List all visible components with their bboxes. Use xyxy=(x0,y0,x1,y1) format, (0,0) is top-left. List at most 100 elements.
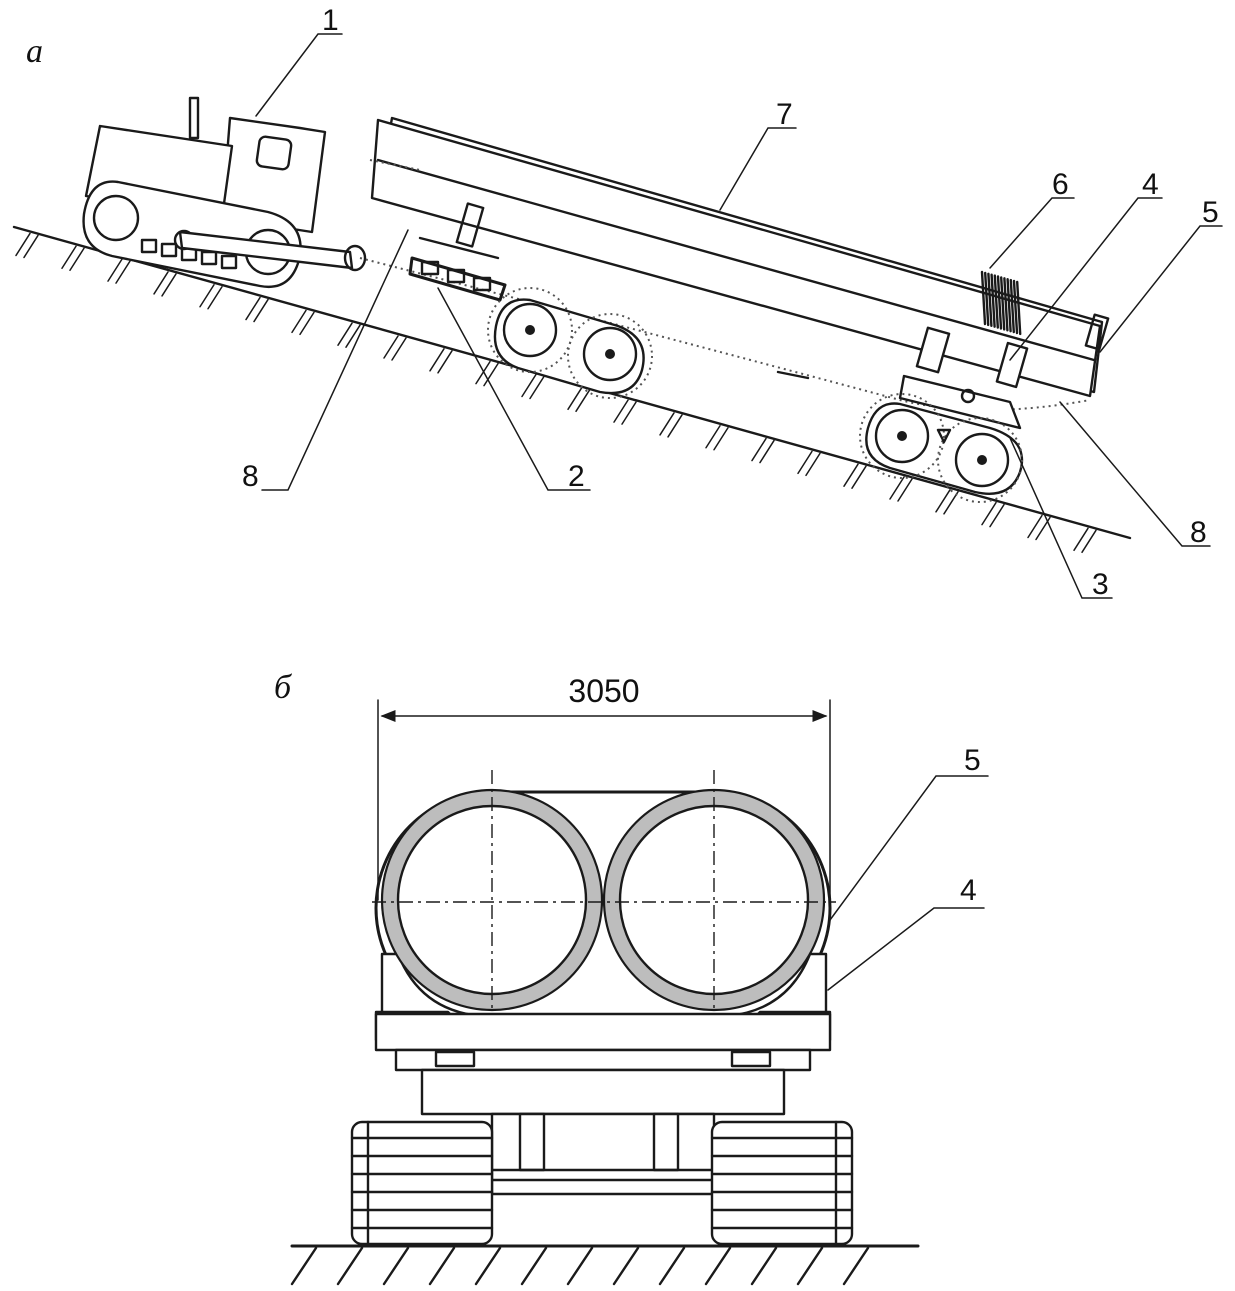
hatch-stroke xyxy=(993,274,999,329)
track-road-wheels xyxy=(140,238,238,270)
hatch-stroke xyxy=(613,399,629,423)
hatch-stroke xyxy=(851,465,867,489)
hatch-stroke xyxy=(980,270,987,326)
front-bogie-plate xyxy=(418,236,500,260)
rear-bogie-wheel-2 xyxy=(954,432,1010,488)
hatch-stroke xyxy=(383,335,399,359)
callout-3: 3 xyxy=(1092,568,1109,601)
pipe-mid-line xyxy=(376,158,1096,362)
hatch-stroke xyxy=(705,424,721,449)
hatch-stroke xyxy=(889,476,905,500)
leader-4-b xyxy=(827,907,985,991)
callout-4-b: 4 xyxy=(960,874,977,907)
hatch-stroke xyxy=(474,1246,502,1286)
axle-post-right xyxy=(652,1112,680,1172)
platform-top xyxy=(374,1012,832,1052)
track-right xyxy=(710,1120,854,1246)
hatch-stroke xyxy=(713,426,729,451)
hatch-stroke xyxy=(943,491,959,515)
callout-1: 1 xyxy=(322,4,339,37)
leader-5-b xyxy=(829,775,989,921)
figure-b-front-view: б 3050 xyxy=(274,669,989,1286)
pipe-load xyxy=(370,116,1110,398)
hatch-stroke xyxy=(199,283,215,308)
hatch-stroke xyxy=(520,1246,548,1286)
hatch-stroke xyxy=(575,388,591,413)
figure-a-side-view: a 1 7 6 4 5 8 2 8 3 xyxy=(12,4,1223,601)
front-bogie xyxy=(408,202,653,399)
hatch-stroke xyxy=(1009,278,1015,334)
hatch-stroke xyxy=(391,337,407,361)
hatch-stroke xyxy=(429,348,445,372)
hatch-stroke xyxy=(987,272,993,327)
hatch-stroke xyxy=(253,298,269,323)
rear-support-left xyxy=(915,326,951,374)
front-bogie-frame xyxy=(408,256,507,302)
hatch-stroke xyxy=(1016,280,1022,336)
hatch-stroke xyxy=(759,439,775,464)
hatch-stroke xyxy=(935,489,951,513)
hatch-stroke xyxy=(1012,279,1019,335)
hatch-stroke xyxy=(337,322,353,346)
hatch-stroke xyxy=(107,258,123,282)
rear-bogie-track xyxy=(865,402,1024,495)
hatch-stroke xyxy=(61,245,77,270)
towing-cable-upper xyxy=(369,159,421,171)
hatch-stroke xyxy=(667,414,683,438)
hatch-stroke xyxy=(989,503,1005,528)
hatch-stroke xyxy=(290,1246,318,1286)
pipe-front-section xyxy=(370,118,1102,398)
hatch-stroke xyxy=(15,232,31,257)
track-wheel-front xyxy=(92,194,140,242)
hatch-stroke xyxy=(483,362,499,387)
front-bogie-post xyxy=(455,202,485,248)
crawler-tractor xyxy=(82,96,367,289)
hatch-stroke xyxy=(751,437,767,462)
axle-post-left xyxy=(518,1112,546,1172)
hatch-stroke xyxy=(843,463,859,487)
tractor-drawbar xyxy=(178,230,354,270)
rear-support-right xyxy=(995,341,1029,389)
hatch-stroke xyxy=(805,452,821,477)
hatch-stroke xyxy=(207,285,223,310)
hatch-stroke xyxy=(750,1246,778,1286)
coil-spring xyxy=(980,270,1022,336)
hatch-stroke xyxy=(981,501,997,526)
hatch-stroke xyxy=(621,401,637,425)
exhaust-pipe xyxy=(188,96,200,140)
hatch-stroke xyxy=(437,350,453,374)
callout-6: 6 xyxy=(1052,168,1069,201)
hatch-stroke xyxy=(996,275,1003,330)
hatch-stroke xyxy=(291,309,307,334)
callout-8-right: 8 xyxy=(1190,516,1207,549)
hatch-stroke xyxy=(245,296,261,321)
hatch-stroke xyxy=(1073,527,1089,552)
callout-4-a: 4 xyxy=(1142,168,1159,201)
leader-lines-a xyxy=(255,33,1223,599)
front-bogie-track xyxy=(493,298,645,395)
hatch-stroke xyxy=(1003,277,1009,332)
hatch-stroke xyxy=(897,478,913,502)
callout-5-b: 5 xyxy=(964,744,981,777)
hatch-stroke xyxy=(153,271,169,295)
hatch-stroke xyxy=(704,1246,732,1286)
front-bogie-wheel-2 xyxy=(582,326,638,382)
ground-hatching xyxy=(15,232,1097,554)
cable-hook xyxy=(776,370,810,380)
hatch-stroke xyxy=(382,1246,410,1286)
hatch-stroke xyxy=(345,324,361,348)
pad-right xyxy=(730,1050,772,1068)
hatch-stroke xyxy=(529,375,545,400)
hatch-stroke xyxy=(984,271,990,327)
hatch-stroke xyxy=(796,1246,824,1286)
hatch-stroke xyxy=(612,1246,640,1286)
ground-hatching-b xyxy=(290,1246,870,1286)
callout-2: 2 xyxy=(568,460,585,493)
hatch-stroke xyxy=(521,373,537,398)
track-left xyxy=(350,1120,494,1246)
cab-window xyxy=(255,135,293,171)
hitch-eye xyxy=(343,244,367,272)
hatch-stroke xyxy=(658,1246,686,1286)
hatch-stroke xyxy=(23,234,39,259)
